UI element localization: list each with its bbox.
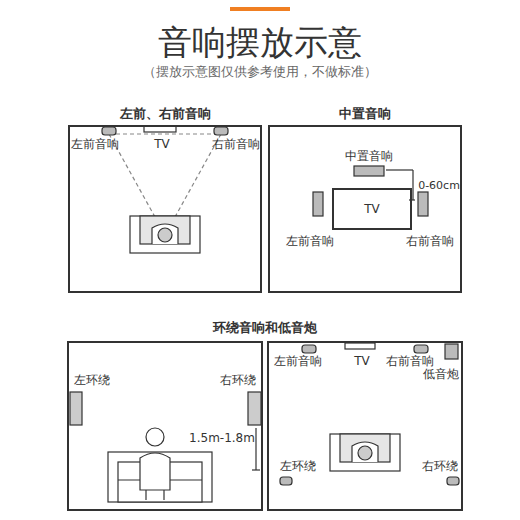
speaker-label: 左前音响 [71, 137, 119, 151]
tv-box: TV [332, 188, 412, 230]
surround-height-layout [68, 342, 262, 510]
speaker-label: 左环绕 [280, 459, 316, 473]
speaker-label: 右环绕 [220, 373, 256, 387]
tv-label: TV [354, 354, 370, 368]
box-label: TV [364, 202, 380, 216]
tv-label: TV [154, 137, 170, 151]
surround-top-layout [268, 342, 462, 510]
accent-bar [230, 7, 290, 11]
speaker-label: 左环绕 [74, 373, 110, 387]
page-title: 音响摆放示意 [158, 22, 362, 63]
speaker-label: 左前音响 [274, 354, 322, 368]
speaker-label: 左前音响 [286, 234, 334, 248]
subtitle: （摆放示意图仅供参考使用，不做标准） [143, 64, 377, 80]
panel-heading: 左前、右前音响 [120, 105, 211, 123]
speaker-label: 右环绕 [422, 459, 458, 473]
dimension: 0-60cm [418, 179, 460, 192]
speaker-label: 中置音响 [345, 149, 393, 163]
panel-heading: 中置音响 [339, 105, 391, 123]
section-heading: 环绕音响和低音炮 [213, 320, 317, 336]
speaker-label: 低音炮 [423, 367, 459, 381]
speaker-label: 右前音响 [386, 354, 434, 368]
speaker-label: 右前音响 [406, 234, 454, 248]
dimension: 1.5m-1.8m [189, 431, 255, 445]
speaker-label: 右前音响 [212, 137, 260, 151]
front-layout [102, 126, 228, 253]
